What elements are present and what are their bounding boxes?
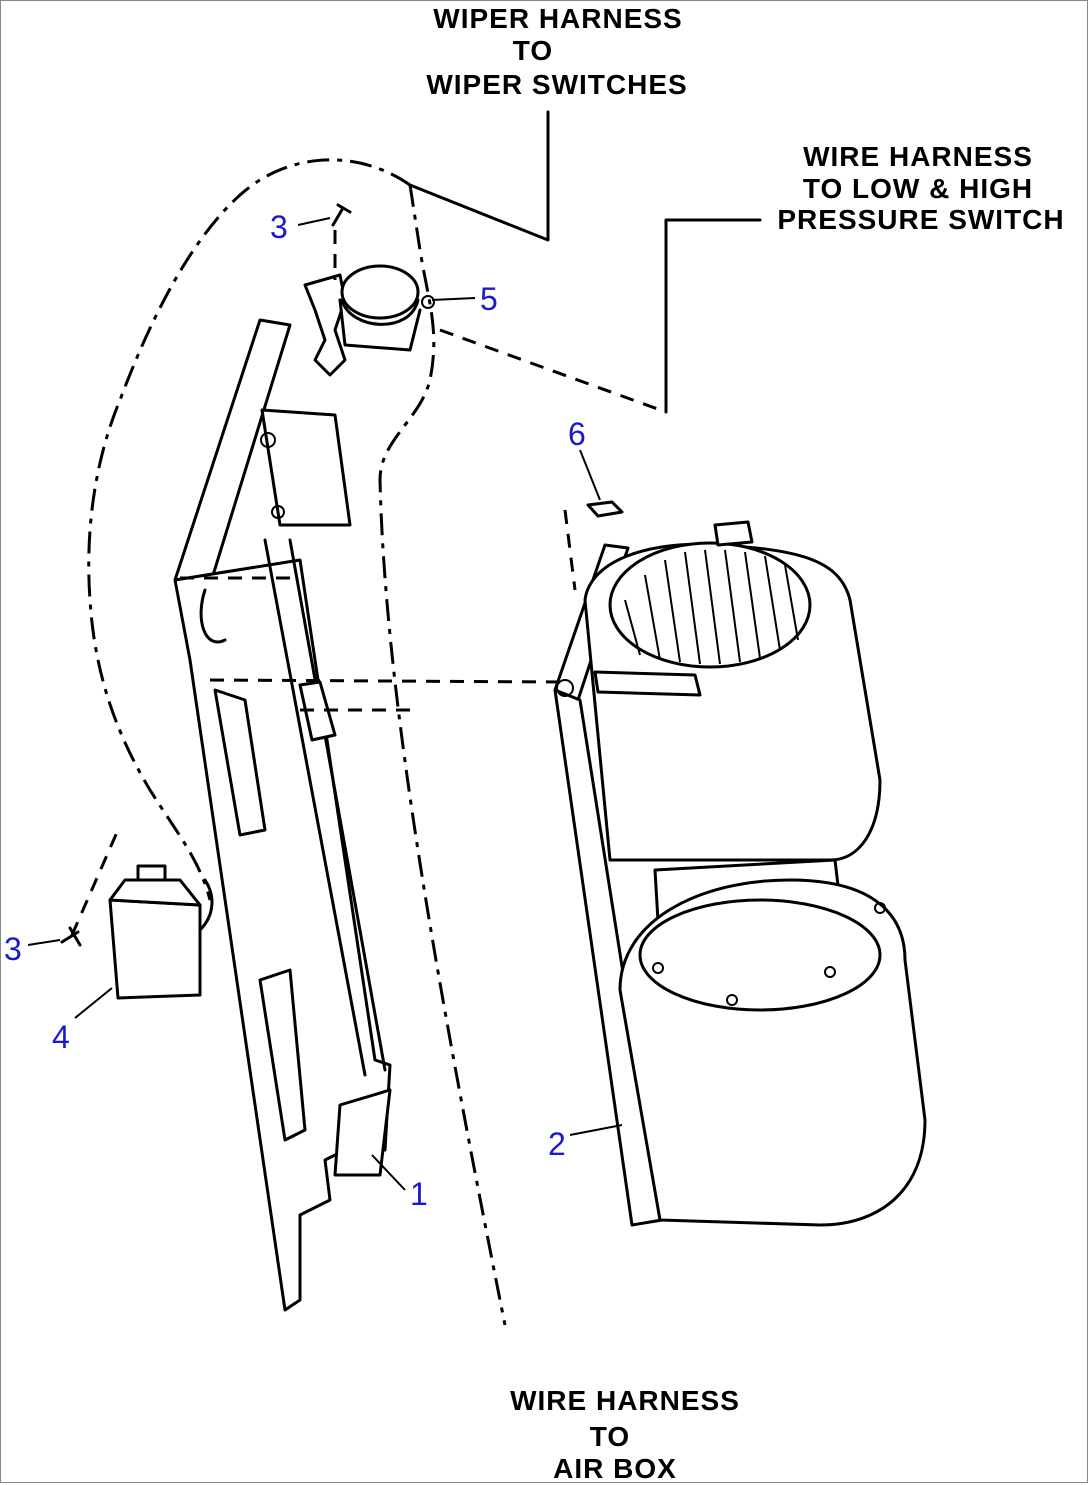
relay — [108, 864, 214, 1000]
callout-6: 6 — [568, 416, 586, 452]
relay-wire — [198, 878, 214, 932]
screw-top-icon — [331, 203, 352, 227]
mounting-panel — [173, 318, 392, 1312]
leader-callout-2 — [569, 1124, 623, 1136]
caption-pressure-line1: WIRE HARNESS — [803, 141, 1033, 172]
relay-terminal — [136, 864, 167, 882]
blower-lower-rim — [638, 898, 882, 1012]
callout-1: 1 — [410, 1176, 428, 1212]
blower-rivet-2 — [726, 994, 738, 1006]
caption-airbox-line3: AIR BOX — [553, 1453, 677, 1484]
switch-terminal — [421, 295, 435, 309]
leader-pressure-harness — [664, 218, 762, 414]
relay-top — [108, 878, 202, 907]
panel-rail-outer — [288, 538, 387, 1072]
caption-airbox-line1: WIRE HARNESS — [510, 1385, 740, 1416]
panel-bracket-bolt — [260, 432, 276, 448]
panel-slot-upper — [213, 688, 267, 837]
harness-run-to-pressure — [439, 328, 667, 414]
blower-lower-housing — [618, 878, 927, 1227]
caption-airbox-line2: TO — [590, 1421, 630, 1452]
caption-pressure-line2: TO LOW & HIGH — [803, 173, 1033, 204]
caption-wiper-harness: WIPER HARNESS TO WIPER SWITCHES — [426, 3, 687, 100]
panel-slot-lower — [258, 968, 307, 1142]
panel-bracket — [260, 408, 352, 527]
caption-wiper-line2: TO — [513, 35, 553, 66]
blower-mount-bolt — [556, 679, 574, 697]
blower-assembly — [553, 520, 927, 1227]
callout-5: 5 — [480, 281, 498, 317]
pressure-switch-assembly — [303, 264, 435, 377]
panel-bracket-bolt-lower — [271, 505, 285, 519]
leader-callout-5 — [431, 297, 476, 301]
panel-cutout-top — [199, 588, 227, 644]
caption-wiper-line1: WIPER HARNESS — [433, 3, 682, 34]
screw-blower-dashline — [563, 509, 577, 591]
leader-wiper-harness — [408, 110, 550, 242]
callout-4: 4 — [52, 1019, 70, 1055]
panel-foot — [333, 1088, 392, 1177]
caption-airbox-harness: WIRE HARNESS TO AIR BOX — [510, 1385, 740, 1484]
relay-screw-dashline — [70, 829, 120, 936]
leader-callout-4 — [74, 987, 113, 1019]
switch-body-rim — [340, 298, 420, 326]
leader-callout-6 — [579, 449, 601, 501]
align-line-middle — [209, 678, 561, 684]
leader-callout-1 — [371, 1154, 406, 1191]
screw-blower-icon — [586, 500, 624, 518]
callout-3-left: 3 — [4, 931, 22, 967]
panel-plate — [173, 558, 392, 1312]
leader-callout-3-left — [27, 939, 61, 946]
screw-left-icon — [60, 926, 82, 947]
callout-2: 2 — [548, 1126, 566, 1162]
panel-clip — [298, 680, 337, 742]
blower-rivet-1 — [652, 962, 664, 974]
harness-run-to-airbox — [378, 184, 507, 1326]
panel-rail-inner — [263, 538, 367, 1077]
harness-loop-left — [87, 158, 411, 901]
blower-rivet-3 — [824, 966, 836, 978]
blower-inlet-vanes — [624, 549, 799, 665]
blower-rivet-4 — [874, 902, 886, 914]
switch-bracket — [303, 273, 347, 377]
caption-wiper-line3: WIPER SWITCHES — [426, 69, 687, 100]
callout-3-top: 3 — [270, 209, 288, 245]
caption-pressure-harness: WIRE HARNESS TO LOW & HIGH PRESSURE SWIT… — [777, 141, 1064, 235]
blower-inlet — [608, 541, 812, 669]
relay-body — [108, 898, 202, 1000]
blower-connector — [713, 520, 754, 547]
switch-body — [340, 264, 420, 320]
leader-callout-3-top — [297, 217, 331, 226]
blower-tube — [593, 670, 702, 697]
caption-pressure-line3: PRESSURE SWITCH — [777, 204, 1064, 235]
